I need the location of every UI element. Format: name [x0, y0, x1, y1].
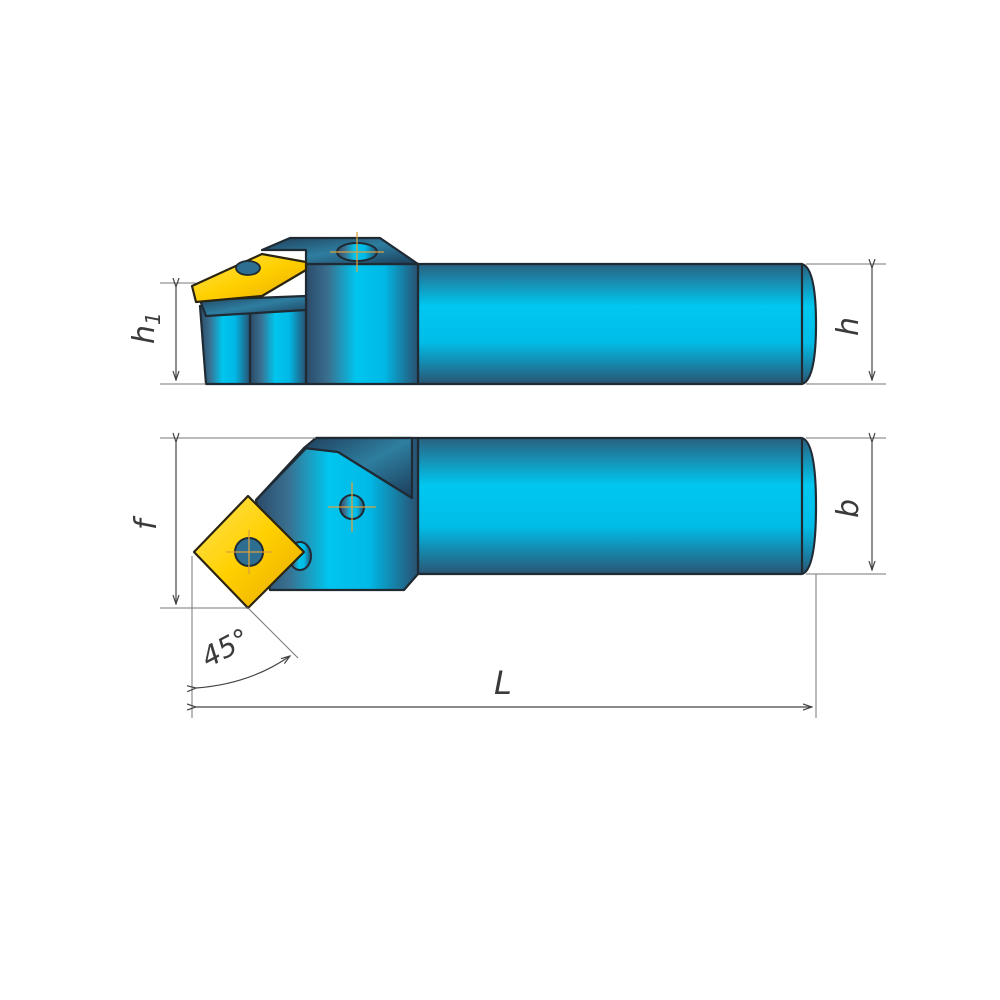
shank-side — [416, 262, 818, 386]
shim-side — [198, 304, 252, 386]
side-view: h1 h — [127, 232, 886, 386]
shank-plan — [416, 436, 818, 576]
dim-L-label: L — [494, 664, 512, 702]
dim-f-label: f — [129, 515, 164, 530]
dim-b-label: b — [831, 499, 866, 518]
plan-view: f b 45° L — [129, 438, 886, 718]
head-side — [304, 262, 420, 386]
dim-h1-label: h1 — [127, 312, 165, 344]
dim-h-label: h — [831, 317, 866, 336]
dim-angle-label: 45° — [196, 622, 255, 674]
insert-side — [190, 252, 308, 304]
insert-hole-side-icon — [235, 260, 261, 276]
